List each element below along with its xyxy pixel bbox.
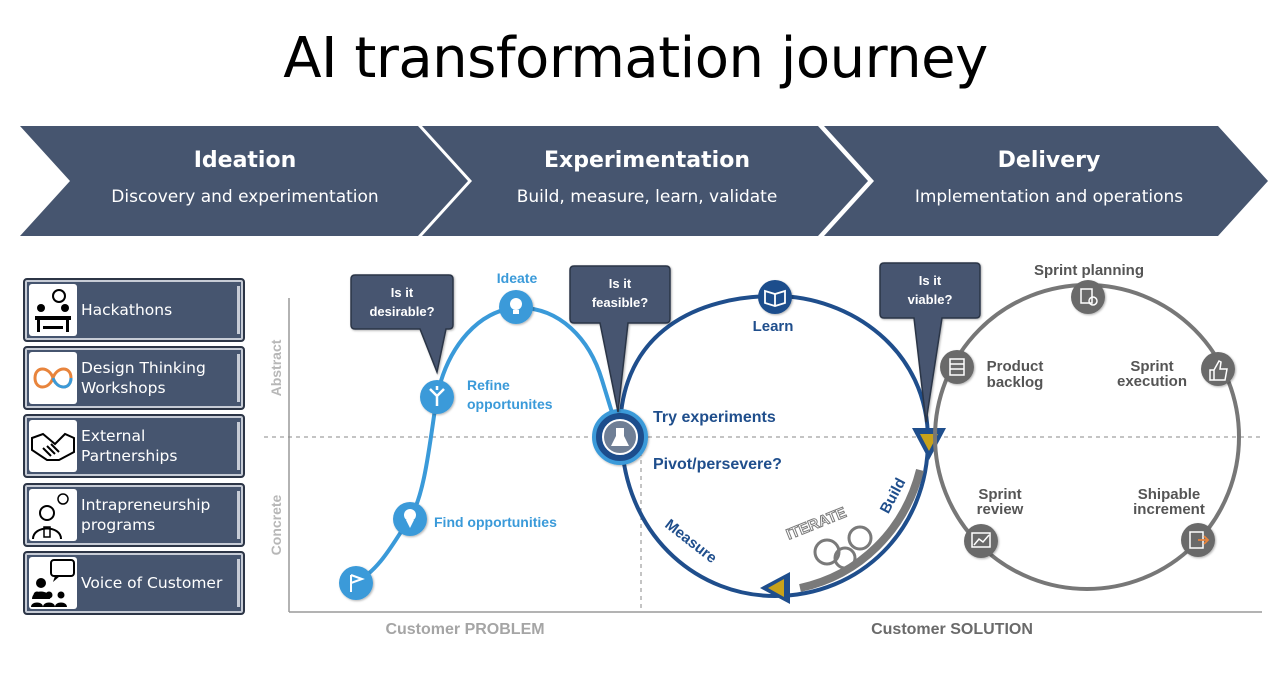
label-sprint-execution-2: execution <box>1117 373 1187 390</box>
infinity-icon <box>29 352 77 404</box>
sidebar-item-label: Hackathons <box>81 301 173 319</box>
divider <box>237 286 240 334</box>
phase-subtitle: Build, measure, learn, validate <box>516 187 778 207</box>
x-label-solution: Customer SOLUTION <box>871 621 1033 638</box>
axis-label-abstract: Abstract <box>268 339 284 396</box>
chevron-delivery <box>824 126 1268 236</box>
magnifier-doc-icon <box>1071 280 1105 314</box>
thumbs-up-icon <box>1201 352 1235 386</box>
callout-feasible-line1: Is it <box>609 276 632 291</box>
loop-arrow-inner <box>768 579 784 597</box>
build-arc <box>799 469 924 592</box>
sidebar-item-label: External Partnerships <box>81 427 178 465</box>
label-measure: Measure <box>662 516 720 567</box>
label-sprint-review-2: review <box>977 501 1024 518</box>
axis-label-concrete: Concrete <box>268 494 284 555</box>
label-sprint-review-1: Sprint <box>978 486 1021 503</box>
chevron-experimentation <box>422 126 868 236</box>
label-refine-line2: opportunites <box>467 396 553 412</box>
sidebar-item-voice-of-customer[interactable]: Voice of Customer <box>23 551 245 615</box>
label-learn: Learn <box>753 318 794 335</box>
sidebar-item-label: Voice of Customer <box>81 574 223 592</box>
label-sprint-planning: Sprint planning <box>1034 262 1144 279</box>
phase-ideation: Ideation Discovery and experimentation <box>70 148 420 207</box>
label-find: Find opportunities <box>434 514 557 530</box>
divider <box>237 422 240 470</box>
callout-viable-line1: Is it <box>919 273 942 288</box>
label-shipable-2: increment <box>1133 501 1205 518</box>
label-product-backlog-1: Product <box>987 358 1044 375</box>
handshake-icon <box>29 420 77 472</box>
iterate-gears-icon <box>813 525 873 570</box>
phase-subtitle: Discovery and experimentation <box>111 187 379 207</box>
x-label-problem: Customer PROBLEM <box>385 621 544 638</box>
phase-title: Experimentation <box>544 148 750 173</box>
sidebar-item-label: Design Thinking Workshops <box>81 359 206 397</box>
phase-experimentation: Experimentation Build, measure, learn, v… <box>472 148 822 207</box>
chevron-ideation <box>20 126 468 236</box>
phase-delivery: Delivery Implementation and operations <box>874 148 1224 207</box>
callout-feasible-line2: feasible? <box>592 295 648 310</box>
label-refine-line1: Refine <box>467 377 510 393</box>
label-sprint-execution-1: Sprint <box>1130 358 1173 375</box>
person-idea-icon <box>29 489 77 541</box>
phase-title: Delivery <box>997 148 1101 173</box>
sidebar-item-hackathons[interactable]: Hackathons <box>23 278 245 342</box>
sidebar-item-label: Intrapreneurship programs <box>81 496 211 534</box>
callout-feasible <box>569 265 671 413</box>
page-title: AI transformation journey <box>283 26 988 91</box>
sidebar-item-external-partnerships[interactable]: External Partnerships <box>23 414 245 478</box>
label-pivot: Pivot/persevere? <box>653 456 782 473</box>
callout-desirable-line2: desirable? <box>369 304 434 319</box>
audience-speech-icon <box>29 557 77 609</box>
label-product-backlog-2: backlog <box>987 374 1044 391</box>
problem-curve <box>355 305 620 584</box>
divider <box>237 559 240 607</box>
sidebar-item-design-thinking[interactable]: Design Thinking Workshops <box>23 346 245 410</box>
backlog-list-icon <box>940 350 974 384</box>
phase-subtitle: Implementation and operations <box>914 187 1184 207</box>
phase-title: Ideation <box>193 148 297 173</box>
label-try: Try experiments <box>653 409 776 426</box>
team-table-icon <box>29 284 77 336</box>
divider <box>237 354 240 402</box>
callout-viable <box>879 262 981 423</box>
divider <box>237 491 240 539</box>
callout-desirable-line1: Is it <box>391 285 414 300</box>
callout-desirable <box>350 274 454 375</box>
callout-viable-line2: viable? <box>908 292 953 307</box>
label-ideate: Ideate <box>497 270 538 286</box>
experiment-loop <box>618 293 931 599</box>
sidebar-item-intrapreneurship[interactable]: Intrapreneurship programs <box>23 483 245 547</box>
iterate-label: ITERATE <box>784 504 849 543</box>
flag-node-icon <box>339 566 373 600</box>
label-shipable-1: Shipable <box>1138 486 1201 503</box>
